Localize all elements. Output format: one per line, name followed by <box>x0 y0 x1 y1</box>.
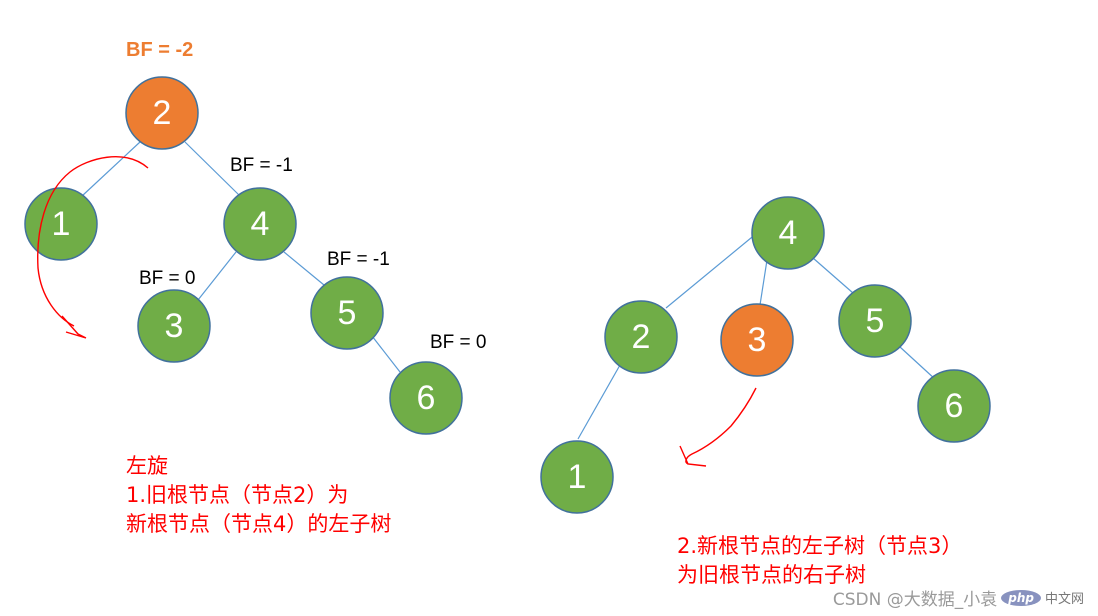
right-note-line-2: 为旧根节点的右子树 <box>677 563 866 587</box>
left-tree-nodes: 2 1 4 3 5 6 <box>24 76 463 435</box>
edge-4-3-right <box>759 259 768 306</box>
left-note-line-1: 左旋 <box>126 454 168 478</box>
left-node-2: 2 <box>125 76 199 150</box>
bf-label-node-6: BF = 0 <box>430 332 487 353</box>
left-note-line-2: 1.旧根节点（节点2）为 <box>126 483 349 507</box>
right-tree-edges <box>577 232 937 440</box>
left-node-5-label: 5 <box>338 294 357 332</box>
left-node-2-label: 2 <box>153 94 172 132</box>
bf-label-node-5: BF = -1 <box>327 249 390 270</box>
rotation-arrows <box>37 156 757 467</box>
right-rotation-arrow <box>685 387 757 465</box>
balance-factor-labels: BF = -2 BF = -1 BF = 0 BF = -1 BF = 0 <box>126 39 487 353</box>
right-rotation-arrowhead <box>679 445 707 467</box>
edge-2-1-right <box>577 364 621 440</box>
right-node-6: 6 <box>917 369 991 443</box>
bf-label-node-3: BF = 0 <box>139 268 196 289</box>
left-rotation-note: 左旋 1.旧根节点（节点2）为 新根节点（节点4）的左子树 <box>126 452 391 539</box>
right-node-4-label: 4 <box>779 214 798 252</box>
edge-4-5-right <box>812 257 854 294</box>
edge-5-6-right <box>899 346 937 381</box>
edge-4-2 <box>665 232 758 309</box>
right-tree-nodes: 4 2 3 5 1 6 <box>540 196 991 514</box>
left-node-4: 4 <box>223 187 297 261</box>
left-node-4-label: 4 <box>251 205 270 243</box>
right-node-6-label: 6 <box>945 387 964 425</box>
right-node-3-label: 3 <box>748 321 767 359</box>
bf-label-node-2: BF = -2 <box>126 39 193 61</box>
edge-5-6 <box>371 335 401 373</box>
right-node-1: 1 <box>540 440 614 514</box>
edge-4-5 <box>283 251 325 286</box>
right-node-2-label: 2 <box>632 318 651 356</box>
left-note-line-3: 新根节点（节点4）的左子树 <box>126 512 392 536</box>
right-node-4: 4 <box>751 196 825 270</box>
right-rotation-note: 2.新根节点的左子树（节点3） 为旧根节点的右子树 <box>677 532 962 590</box>
edge-2-1 <box>81 141 141 197</box>
php-logo-icon: php <box>1001 589 1041 606</box>
right-node-5-label: 5 <box>866 302 885 340</box>
watermark: CSDN @大数据_小袁 php 中文网 <box>833 585 1084 610</box>
right-note-line-1: 2.新根节点的左子树（节点3） <box>677 534 963 558</box>
left-node-5: 5 <box>310 276 384 350</box>
left-rotation-arrowhead <box>61 315 87 339</box>
watermark-site: 中文网 <box>1044 592 1084 607</box>
edge-2-4 <box>184 141 241 197</box>
left-node-3-label: 3 <box>165 307 184 345</box>
left-node-6: 6 <box>389 361 463 435</box>
left-rotation-arrow <box>37 156 149 327</box>
left-node-3: 3 <box>137 289 211 363</box>
right-node-5: 5 <box>838 284 912 358</box>
left-node-1: 1 <box>24 187 98 261</box>
right-node-2: 2 <box>604 300 678 374</box>
right-node-1-label: 1 <box>568 458 587 496</box>
left-node-6-label: 6 <box>417 379 436 417</box>
bf-label-node-4: BF = -1 <box>230 155 293 176</box>
left-node-1-label: 1 <box>52 205 71 243</box>
watermark-text: CSDN @大数据_小袁 <box>832 590 998 610</box>
left-tree-edges <box>81 141 401 373</box>
right-node-3: 3 <box>720 303 794 377</box>
edge-4-3 <box>197 251 237 301</box>
